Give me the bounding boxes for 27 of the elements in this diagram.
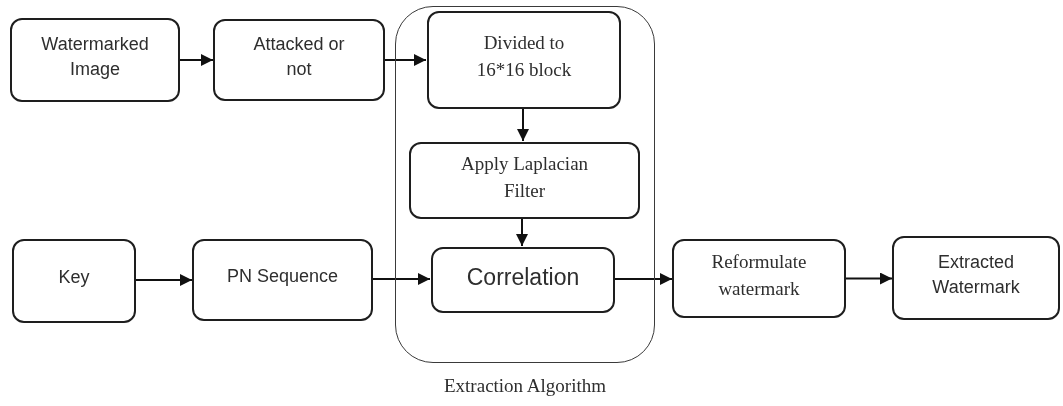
- process-box: [192, 239, 373, 321]
- process-box: [431, 247, 615, 313]
- box-label: PN Sequence: [226, 265, 339, 289]
- box-label: Key: [58, 266, 90, 290]
- process-box: [427, 11, 621, 109]
- arrow: [384, 54, 427, 66]
- arrow: [613, 273, 673, 285]
- box-label: Reformulate watermark: [710, 249, 808, 301]
- process-box: [10, 18, 180, 102]
- process-box: [672, 239, 846, 318]
- process-box: [213, 19, 385, 101]
- arrow: [517, 107, 529, 142]
- arrow: [372, 273, 431, 285]
- box-label: Divided to 16*16 block: [475, 31, 573, 82]
- arrow: [135, 274, 193, 286]
- box-label: Correlation: [466, 262, 580, 292]
- arrow: [179, 54, 214, 66]
- box-label: Attacked or not: [252, 32, 346, 81]
- box-label: Apply Laplacian Filter: [459, 151, 590, 203]
- group-caption: Extraction Algorithm: [444, 374, 606, 398]
- arrow: [845, 272, 893, 285]
- box-label: Extracted Watermark: [931, 250, 1021, 299]
- process-box: [12, 239, 136, 323]
- process-box: [409, 142, 640, 219]
- arrow: [516, 217, 528, 247]
- process-box: [892, 236, 1060, 320]
- box-label: Watermarked Image: [40, 32, 150, 81]
